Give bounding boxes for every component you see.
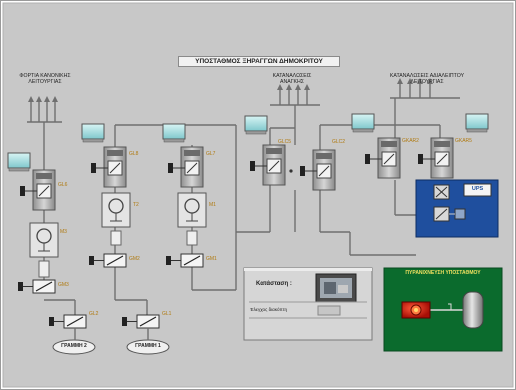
load-group-necessary-line2: ΑΝΑΓΚΗΣ — [280, 78, 304, 85]
label-gl8: GL8 — [129, 151, 139, 157]
transformers — [29, 192, 207, 278]
load-group-normal-line2: ΛΕΙΤΟΥΡΓΙΑΣ — [28, 78, 62, 85]
line-2-oval[interactable] — [52, 339, 96, 355]
status-subtitle: Έλεγχος διακόπτη — [250, 307, 288, 312]
label-glc5: GLC5 — [278, 139, 292, 145]
line-1-label[interactable]: ΓΡΑΜΜΗ 1 — [135, 343, 161, 349]
label-gm3: GM3 — [58, 282, 69, 288]
label-gm2: GM2 — [129, 256, 140, 262]
label-gl1: GL1 — [162, 311, 172, 317]
monitor-icon[interactable] — [351, 113, 375, 133]
label-gl7: GL7 — [206, 151, 216, 157]
line-2-label[interactable]: ΓΡΑΜΜΗ 2 — [61, 343, 87, 349]
load-group-ups-line2: ΛΕΙΤΟΥΡΓΙΑΣ — [410, 78, 444, 85]
switchgear-cell-glc2[interactable] — [289, 149, 336, 191]
switchgear-cell-gkar5[interactable] — [418, 137, 454, 179]
monitor-icon[interactable] — [7, 152, 31, 172]
transformer-m3[interactable] — [29, 222, 59, 278]
label-gkar5: GKAR5 — [455, 138, 472, 144]
breaker-gl2[interactable] — [49, 314, 87, 329]
label-gkar2: GKAR2 — [402, 138, 419, 144]
switchgear-cell-glc5[interactable] — [250, 144, 286, 186]
label-t2: T2 — [133, 202, 139, 208]
label-m3: M3 — [60, 229, 67, 235]
label-gm1: GM1 — [206, 256, 217, 262]
ups-panel[interactable] — [415, 179, 499, 238]
load-group-necessary-line1: ΚΑΤΑΝΑΛΩΣΕΙΣ — [272, 73, 312, 79]
monitor-icon[interactable] — [465, 113, 489, 133]
feeder-arrows — [28, 78, 433, 102]
label-gl6: GL6 — [58, 182, 68, 188]
fire-detection-panel[interactable] — [383, 267, 503, 352]
monitor-icon[interactable] — [162, 123, 186, 143]
load-group-necessary: ΚΑΤΑΝΑΛΩΣΕΙΣ ΑΝΑΓΚΗΣ — [265, 73, 319, 86]
switchgear-cell-gkar2[interactable] — [365, 137, 401, 179]
switchgear-cells — [20, 137, 454, 211]
breaker-gm2[interactable] — [89, 253, 127, 268]
load-group-uninterruptible: ΚΑΤΑΝΑΛΩΣΕΙΣ ΑΔΙΑΛΕΙΠΤΟΥ ΛΕΙΤΟΥΡΓΙΑΣ — [385, 73, 469, 86]
load-group-ups-line1: ΚΑΤΑΝΑΛΩΣΕΙΣ ΑΔΙΑΛΕΙΠΤΟΥ — [389, 73, 465, 79]
breakers — [18, 253, 204, 329]
transformer-t2[interactable] — [101, 192, 131, 246]
status-title: Κατάσταση : — [256, 281, 292, 287]
breaker-gm3[interactable] — [18, 279, 56, 294]
switchgear-cell-gl6[interactable] — [20, 169, 56, 211]
ups-label: UPS — [471, 186, 484, 192]
busbars — [27, 84, 460, 320]
load-group-normal: ΦΟΡΤΙΑ ΚΑΝΟΝΙΚΗΣ ΛΕΙΤΟΥΡΓΙΑΣ — [8, 73, 82, 86]
label-m1: M1 — [209, 202, 216, 208]
switchgear-cell-gl7[interactable] — [168, 146, 204, 188]
fire-tank-icon — [462, 291, 484, 329]
transformer-m1[interactable] — [177, 192, 207, 246]
fire-panel-title: ΠΥΡΑΝΙΧΝΕΥΣΗ ΥΠΟΣΤΑΘΜΟΥ — [405, 270, 481, 276]
breaker-gm1[interactable] — [166, 253, 204, 268]
label-glc2: GLC2 — [332, 139, 346, 145]
page-title: ΥΠΟΣΤΑΘΜΟΣ ΞΗΡΑΓΓΩΝ ΔΗΜΟΚΡΙΤΟΥ — [178, 56, 340, 68]
monitor-icon[interactable] — [81, 123, 105, 143]
status-panel — [243, 267, 373, 341]
label-gl2: GL2 — [89, 311, 99, 317]
monitor-icons — [7, 113, 489, 172]
ups-label-box — [463, 183, 492, 197]
switchgear-cell-gl8[interactable] — [91, 146, 127, 188]
load-group-normal-line1: ΦΟΡΤΙΑ ΚΑΝΟΝΙΚΗΣ — [19, 73, 71, 79]
monitor-icon[interactable] — [244, 115, 268, 135]
